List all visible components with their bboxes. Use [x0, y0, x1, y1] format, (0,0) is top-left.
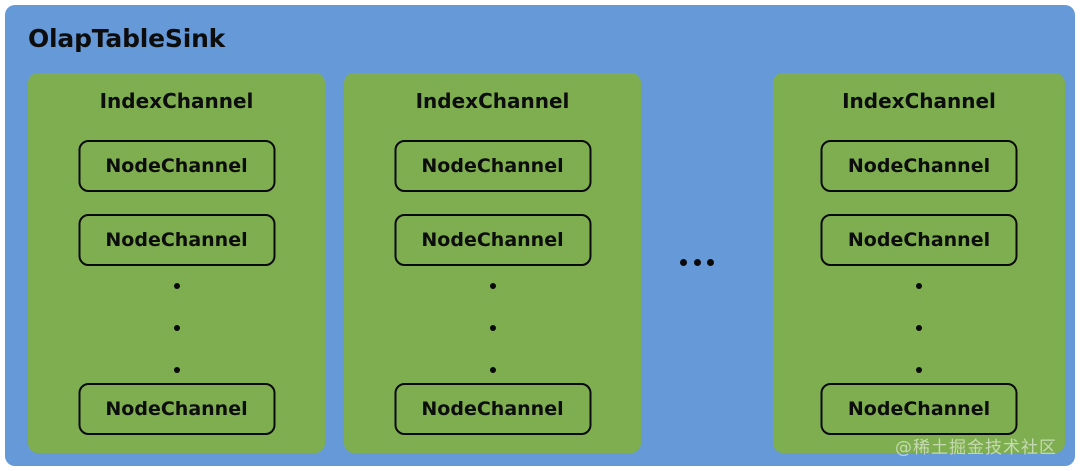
- ellipsis-dot: [916, 367, 922, 373]
- olap-table-sink-container: OlapTableSink IndexChannel NodeChannel N…: [5, 5, 1075, 466]
- ellipsis-dot: [707, 258, 714, 266]
- node-channel-box[interactable]: NodeChannel: [820, 214, 1018, 266]
- ellipsis-dot: [916, 325, 922, 331]
- node-channel-label: NodeChannel: [421, 398, 564, 420]
- node-channel-box[interactable]: NodeChannel: [820, 383, 1018, 435]
- index-channel-title: IndexChannel: [99, 89, 254, 113]
- ellipsis-dot: [693, 258, 701, 266]
- node-channel-box[interactable]: NodeChannel: [820, 140, 1018, 192]
- ellipsis-dot: [489, 325, 496, 331]
- node-channel-box[interactable]: NodeChannel: [394, 383, 591, 435]
- ellipsis-dot: [680, 258, 687, 266]
- vertical-ellipsis-icon: [912, 283, 926, 373]
- ellipsis-dot: [916, 283, 922, 289]
- ellipsis-dot: [173, 325, 180, 331]
- node-channel-box[interactable]: NodeChannel: [78, 140, 275, 192]
- vertical-ellipsis-icon: [486, 283, 500, 373]
- node-channel-label: NodeChannel: [421, 229, 564, 251]
- node-channel-box[interactable]: NodeChannel: [78, 383, 275, 435]
- ellipsis-dot: [489, 367, 496, 373]
- node-channel-box[interactable]: NodeChannel: [394, 214, 591, 266]
- vertical-ellipsis-icon: [170, 283, 184, 373]
- index-channel-group-0: IndexChannel NodeChannel NodeChannel Nod…: [28, 73, 325, 453]
- node-channel-label: NodeChannel: [847, 155, 991, 177]
- index-channel-title: IndexChannel: [415, 89, 570, 113]
- index-channel-group-2: IndexChannel NodeChannel NodeChannel Nod…: [773, 73, 1065, 453]
- ellipsis-dot: [173, 283, 180, 289]
- index-channel-title: IndexChannel: [842, 89, 996, 113]
- watermark: @稀土掘金技术社区: [895, 438, 1057, 458]
- node-channel-label: NodeChannel: [421, 155, 564, 177]
- node-channel-label: NodeChannel: [847, 398, 991, 420]
- node-channel-label: NodeChannel: [105, 398, 248, 420]
- ellipsis-dot: [489, 283, 496, 289]
- node-channel-box[interactable]: NodeChannel: [394, 140, 591, 192]
- horizontal-ellipsis-icon: [680, 258, 714, 266]
- index-channel-group-1: IndexChannel NodeChannel NodeChannel Nod…: [344, 73, 641, 453]
- page-title: OlapTableSink: [28, 24, 226, 53]
- ellipsis-dot: [173, 367, 180, 373]
- node-channel-box[interactable]: NodeChannel: [78, 214, 275, 266]
- node-channel-label: NodeChannel: [847, 229, 991, 251]
- node-channel-label: NodeChannel: [105, 155, 248, 177]
- node-channel-label: NodeChannel: [105, 229, 248, 251]
